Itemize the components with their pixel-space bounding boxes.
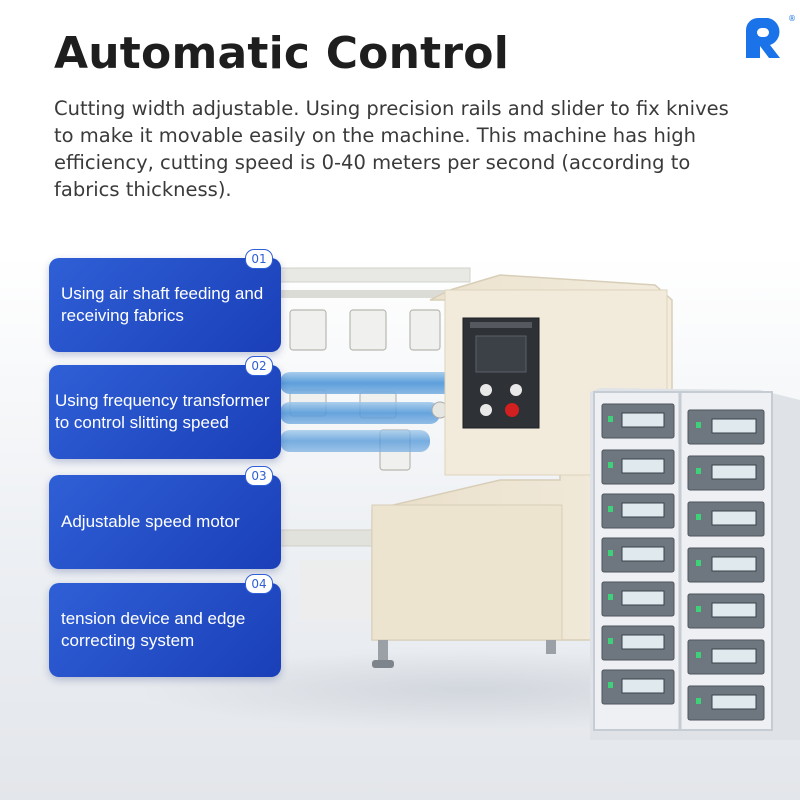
- feature-text-04: tension device and edge correcting syste…: [61, 609, 246, 650]
- feature-card-03: 03 Adjustable speed motor: [49, 466, 281, 569]
- feature-number-03: 03: [245, 466, 273, 486]
- feature-number-04: 04: [245, 574, 273, 594]
- brand-logo-icon: [746, 18, 780, 58]
- page-title: Automatic Control: [54, 28, 509, 79]
- feature-card-01: 01 Using air shaft feeding and receiving…: [49, 249, 281, 352]
- feature-card-02: 02 Using frequency transformer to contro…: [49, 356, 281, 459]
- feature-card-04: 04 tension device and edge correcting sy…: [49, 574, 281, 677]
- registered-mark: ®: [788, 14, 796, 23]
- feature-text-03: Adjustable speed motor: [61, 512, 240, 531]
- page-description: Cutting width adjustable. Using precisio…: [54, 97, 729, 201]
- feature-text-02: Using frequency transformer to control s…: [55, 391, 270, 432]
- feature-number-01: 01: [245, 249, 273, 269]
- feature-text-01: Using air shaft feeding and receiving fa…: [61, 284, 264, 325]
- feature-number-02: 02: [245, 356, 273, 376]
